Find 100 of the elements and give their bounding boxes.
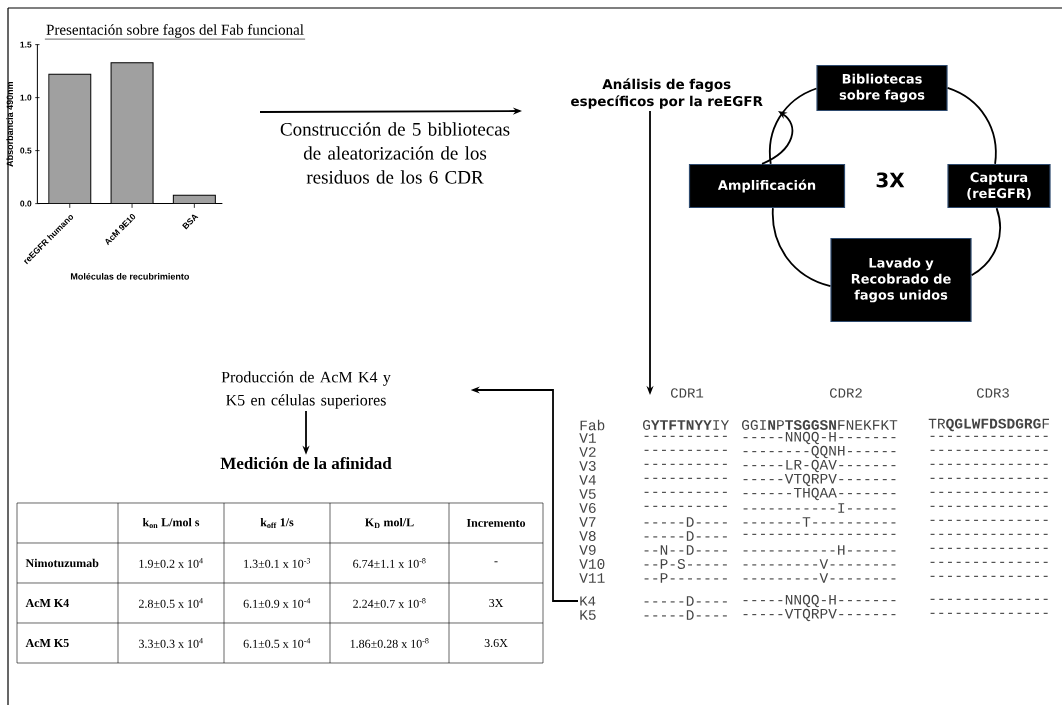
sequence-text: -------------- bbox=[930, 533, 1048, 535]
table-header: K$_{D}$ mol/L bbox=[365, 517, 414, 529]
connector-line bbox=[970, 207, 1001, 277]
connector-line bbox=[771, 207, 832, 287]
y-tick-label: 1.0 bbox=[20, 94, 32, 101]
sequence-name: V9 bbox=[579, 545, 596, 555]
heading-text: Medición de la afinidad bbox=[220, 456, 392, 470]
sequence-text: -----------I------ bbox=[743, 503, 896, 513]
table-cell: 3.6X bbox=[484, 638, 508, 648]
sequence-text: ---------- bbox=[644, 477, 727, 479]
sequence-text: GGINPTSGGSNFNEKFKT bbox=[742, 420, 898, 430]
sequence-text: -------T---------- bbox=[743, 517, 896, 527]
sequence-text: --------QQNH------ bbox=[743, 445, 896, 459]
sequence-text: -------------- bbox=[930, 575, 1048, 577]
sequence-name: K5 bbox=[580, 610, 596, 620]
sequence-text: ---------- bbox=[644, 491, 727, 493]
connector-line bbox=[946, 87, 997, 165]
arrow bbox=[761, 111, 794, 165]
sequence-text: -----LR-QAV------- bbox=[743, 459, 896, 473]
sequence-name: Fab bbox=[580, 419, 605, 431]
sequence-name: V1 bbox=[579, 433, 596, 443]
step-box: Lavado y Recobrado de fagos unidos bbox=[830, 237, 972, 323]
table-cell: - bbox=[494, 561, 498, 563]
sequence-text: ---------V-------- bbox=[743, 559, 896, 569]
sequence-name: V10 bbox=[579, 559, 605, 569]
sequence-name: V8 bbox=[579, 531, 596, 541]
sequence-text: -------------- bbox=[930, 519, 1048, 521]
sequence-text: -----NNQQ-H------- bbox=[743, 594, 896, 608]
row-header: Nimotuzumab bbox=[25, 558, 99, 568]
table-cell: 3X bbox=[489, 598, 504, 607]
sequence-name: K4 bbox=[580, 596, 596, 606]
table-cell: 1.86±0.28 x 10$^{-8}$ bbox=[350, 638, 429, 648]
sequence-text: ---------V-------- bbox=[743, 573, 896, 583]
cycle-count-text: 3X bbox=[876, 172, 905, 188]
sequence-text: TRQGLWFDSDGRGF bbox=[928, 418, 1049, 432]
step-text: Producción de AcM K4 y K5 en células superiores bbox=[221, 371, 391, 409]
step-box: Bibliotecas sobre fagos bbox=[816, 64, 948, 112]
sequence-text: -------------- bbox=[930, 463, 1048, 465]
y-tick-label: 1.5 bbox=[20, 41, 32, 48]
sequence-name: V5 bbox=[579, 489, 596, 499]
heading-text: Análisis de fagos específicos por la reEGFR bbox=[571, 78, 763, 109]
sequence-text: -------------- bbox=[930, 505, 1048, 507]
table-cell: 2.24±0.7 x 10$^{-8}$ bbox=[353, 598, 426, 608]
sequence-name: V4 bbox=[579, 475, 596, 485]
sequence-text: -----D---- bbox=[644, 610, 727, 620]
sequence-text: -------------- bbox=[930, 547, 1048, 549]
sequence-name: V11 bbox=[579, 573, 605, 583]
sequence-text: -----D---- bbox=[644, 596, 727, 606]
column-header: CDR3 bbox=[977, 388, 1009, 398]
sequence-text: ---------- bbox=[644, 435, 727, 437]
sequence-text: -------------- bbox=[930, 435, 1048, 437]
sequence-text: -------------- bbox=[930, 477, 1048, 479]
sequence-text: -------------- bbox=[930, 449, 1048, 451]
bar bbox=[111, 62, 154, 204]
sequence-text: ------------------ bbox=[743, 533, 896, 535]
sequence-name: V3 bbox=[579, 461, 596, 471]
table-cell: 6.74±1.1 x 10$^{-8}$ bbox=[353, 558, 426, 568]
column-header: CDR1 bbox=[670, 388, 704, 398]
sequence-text: -----------H------ bbox=[743, 545, 896, 555]
sequence-name: V2 bbox=[579, 447, 596, 457]
table-cell: 6.1±0.9 x 10$^{-4}$ bbox=[243, 598, 311, 608]
sequence-text: ---------- bbox=[644, 505, 727, 507]
y-tick-label: 0.5 bbox=[20, 147, 32, 154]
table-header: Incremento bbox=[466, 519, 526, 527]
table-header: k$_{off}$ 1/s bbox=[260, 517, 294, 529]
sequence-text: --P-S----- bbox=[644, 559, 727, 569]
table-cell: 1.3±0.1 x 10$^{-3}$ bbox=[244, 558, 311, 568]
step-box: Captura (reEGFR) bbox=[947, 163, 1051, 209]
sequence-text: -------------- bbox=[930, 598, 1048, 600]
sequence-text: GYTFTNYYIY bbox=[643, 420, 729, 430]
y-tick-label: 0.0 bbox=[20, 200, 32, 207]
sequence-text: -----D---- bbox=[644, 517, 727, 527]
table-cell: 6.1±0.5 x 10$^{-4}$ bbox=[243, 638, 311, 648]
step-box: Amplificación bbox=[688, 163, 846, 209]
sequence-text: ------THQAA------- bbox=[743, 487, 896, 501]
y-axis-title: Absorbancia 490nm bbox=[6, 81, 14, 167]
table-cell: 3.3±0.3 x 10$^{4}$ bbox=[139, 638, 203, 648]
sequence-name: V6 bbox=[579, 503, 596, 513]
sequence-text: -----VTQRPV------- bbox=[743, 608, 896, 622]
sequence-text: -----D---- bbox=[644, 531, 727, 541]
sequence-text: -------------- bbox=[930, 491, 1048, 493]
sequence-text: ---------- bbox=[644, 449, 727, 451]
sequence-name: V7 bbox=[579, 517, 596, 527]
bar bbox=[48, 74, 91, 204]
row-header: AcM K5 bbox=[25, 639, 69, 647]
table-cell: 1.9±0.2 x 10$^{4}$ bbox=[139, 558, 203, 568]
sequence-text: ---------- bbox=[644, 463, 727, 465]
row-header: AcM K4 bbox=[25, 599, 69, 607]
sequence-text: -------------- bbox=[930, 561, 1048, 563]
sequence-text: --P------- bbox=[644, 573, 727, 583]
table-header: k$_{on}$ L/mol s bbox=[142, 517, 200, 529]
column-header: CDR2 bbox=[830, 388, 862, 398]
edge-label: Construcción de 5 bibliotecas de aleatorización de los residuos de los 6 CDR bbox=[280, 122, 510, 184]
table-cell: 2.8±0.5 x 10$^{4}$ bbox=[139, 598, 203, 608]
sequence-text: -----VTQRPV------- bbox=[743, 473, 896, 487]
sequence-text: -------------- bbox=[930, 612, 1048, 614]
connector-line bbox=[769, 87, 818, 165]
sequence-text: -----NNQQ-H------- bbox=[743, 431, 896, 445]
x-axis-title: Moléculas de recubrimiento bbox=[70, 272, 190, 280]
sequence-text: --N--D---- bbox=[644, 545, 727, 555]
